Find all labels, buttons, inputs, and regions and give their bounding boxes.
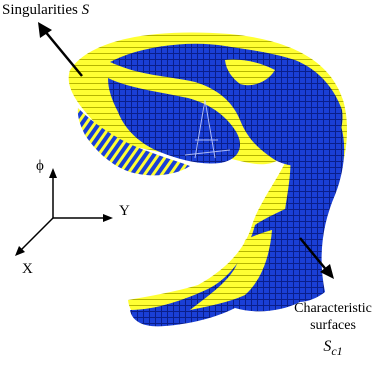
characteristic-label-line1: Characteristic (294, 301, 372, 316)
singularities-label: Singularities S (2, 2, 90, 18)
characteristic-label-line2: surfaces (310, 318, 356, 333)
characteristic-symbol: Sc1 (323, 338, 342, 358)
x-axis-label: X (22, 261, 33, 277)
y-axis-label: Y (119, 203, 130, 219)
voxel-surface (69, 33, 347, 327)
phi-axis-arrowhead (49, 168, 57, 178)
x-axis-line (20, 218, 53, 251)
singularities-arrow (38, 22, 82, 76)
coordinate-axes (15, 168, 113, 256)
phi-axis-label: ϕ (36, 158, 44, 174)
blue-lower-tail (130, 205, 300, 326)
y-axis-arrowhead (103, 214, 113, 222)
